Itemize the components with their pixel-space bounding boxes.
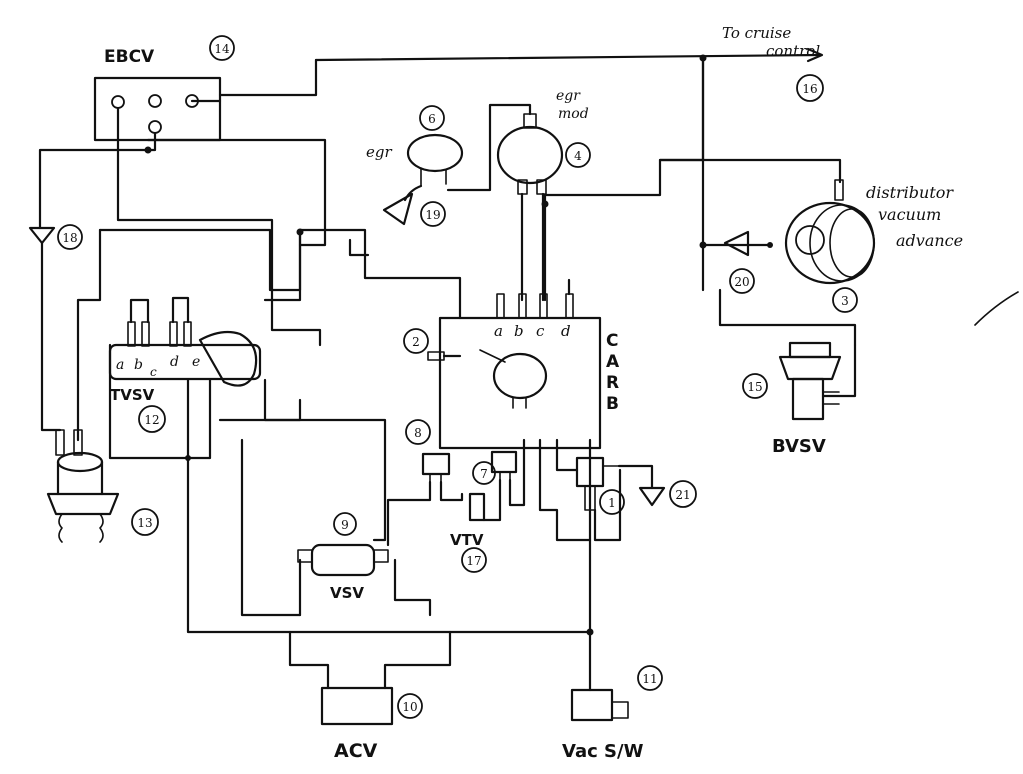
distributor-vacuum-advance bbox=[784, 179, 876, 285]
svg-text:13: 13 bbox=[137, 516, 152, 530]
callout-3: 3 bbox=[832, 287, 858, 313]
stray-mark bbox=[974, 291, 1019, 326]
vsv-label: VSV bbox=[330, 584, 364, 602]
tvsv-port-a: a bbox=[116, 357, 124, 373]
svg-text:9: 9 bbox=[341, 518, 349, 532]
callout-4: 4 bbox=[565, 142, 591, 168]
filter-18 bbox=[28, 226, 56, 245]
svg-text:3: 3 bbox=[841, 294, 849, 308]
dist-label-2: vacuum bbox=[878, 205, 941, 224]
ebcv-valve bbox=[93, 76, 222, 142]
acv-valve bbox=[320, 686, 394, 726]
egr-mod-label-2: mod bbox=[558, 106, 589, 122]
callout-7: 7 bbox=[472, 461, 496, 485]
hose-junctions bbox=[144, 54, 773, 636]
carb-port-a: a bbox=[494, 322, 503, 340]
vacuum-hoses bbox=[38, 47, 857, 692]
carb-letter-c: C bbox=[606, 331, 618, 351]
callout-12: 12 bbox=[138, 405, 166, 433]
bvsv-valve bbox=[778, 341, 842, 421]
vtv-valve bbox=[468, 492, 486, 522]
ebcv-label: EBCV bbox=[104, 47, 155, 67]
callout-20: 20 bbox=[729, 268, 755, 294]
callout-21: 21 bbox=[669, 480, 697, 508]
egr-modulator bbox=[496, 113, 564, 195]
vsv-valve bbox=[297, 543, 389, 577]
callout-11: 11 bbox=[637, 665, 663, 691]
svg-text:21: 21 bbox=[675, 488, 690, 502]
svg-text:7: 7 bbox=[480, 467, 488, 481]
svg-text:18: 18 bbox=[62, 231, 77, 245]
svg-text:11: 11 bbox=[642, 672, 657, 686]
carb-letter-r: R bbox=[606, 373, 619, 393]
tvsv-port-c: c bbox=[150, 365, 157, 379]
dist-label-3: advance bbox=[896, 231, 963, 250]
callout-10: 10 bbox=[397, 693, 423, 719]
carb-letter-b: B bbox=[606, 394, 619, 414]
callout-8: 8 bbox=[405, 419, 431, 445]
callout-6: 6 bbox=[419, 105, 445, 131]
callout-17: 17 bbox=[461, 547, 487, 573]
dist-label-1: distributor bbox=[866, 183, 954, 202]
tvsv-port-b: b bbox=[134, 357, 143, 373]
callout-2: 2 bbox=[403, 328, 429, 354]
svg-text:16: 16 bbox=[802, 82, 817, 96]
egr-mod-label-1: egr bbox=[556, 88, 581, 104]
thermo-valve-13 bbox=[46, 429, 120, 543]
carb-letter-a: A bbox=[606, 352, 620, 372]
svg-text:10: 10 bbox=[402, 700, 417, 714]
to-cruise-label-1: To cruise bbox=[722, 24, 791, 42]
svg-text:19: 19 bbox=[425, 208, 440, 222]
tvsv-label: TVSV bbox=[110, 386, 155, 404]
acv-label: ACV bbox=[334, 740, 378, 762]
check-valve-19 bbox=[382, 192, 414, 226]
tvsv-port-d: d bbox=[170, 354, 179, 370]
carb-port-d: d bbox=[561, 322, 571, 340]
svg-text:14: 14 bbox=[214, 42, 230, 56]
vtv-label: VTV bbox=[450, 531, 484, 549]
callout-1: 1 bbox=[599, 489, 625, 515]
svg-text:1: 1 bbox=[608, 496, 616, 510]
vacsw-label: Vac S/W bbox=[562, 741, 644, 762]
small-valve-7 bbox=[490, 450, 518, 481]
callout-19: 19 bbox=[420, 201, 446, 227]
svg-text:17: 17 bbox=[466, 554, 481, 568]
check-valve-20 bbox=[723, 230, 750, 257]
callout-16: 16 bbox=[796, 74, 824, 102]
tvsv-port-e: e bbox=[192, 354, 200, 370]
svg-text:2: 2 bbox=[412, 335, 420, 349]
svg-text:4: 4 bbox=[574, 149, 582, 163]
svg-text:15: 15 bbox=[747, 380, 762, 394]
svg-text:6: 6 bbox=[428, 112, 436, 126]
bvsv-label: BVSV bbox=[772, 436, 826, 457]
carburetor-body bbox=[427, 293, 602, 450]
callout-18: 18 bbox=[57, 224, 83, 250]
egr-valve bbox=[406, 133, 464, 187]
carb-port-c: c bbox=[536, 322, 545, 340]
callout-14: 14 bbox=[209, 35, 235, 61]
callout-13: 13 bbox=[131, 508, 159, 536]
egr-label: egr bbox=[366, 143, 392, 161]
svg-text:20: 20 bbox=[734, 275, 749, 289]
filter-21 bbox=[638, 486, 666, 507]
vacuum-switch bbox=[570, 688, 629, 722]
svg-text:12: 12 bbox=[144, 413, 159, 427]
small-valve-left bbox=[421, 452, 451, 483]
callout-15: 15 bbox=[742, 373, 768, 399]
tvsv-valve bbox=[108, 321, 262, 387]
carb-port-b: b bbox=[514, 322, 524, 340]
callout-9: 9 bbox=[333, 512, 357, 536]
svg-text:8: 8 bbox=[414, 426, 422, 440]
